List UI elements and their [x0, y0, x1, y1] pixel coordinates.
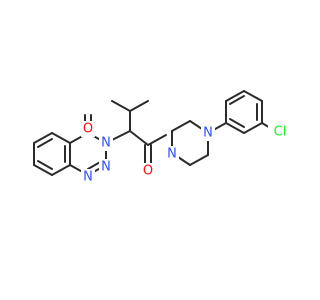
- atom-label: O: [83, 122, 93, 137]
- atom-o-ketone: O: [81, 121, 95, 137]
- bond: [225, 90, 245, 102]
- molecule-diagram: O N N N O N N Cl: [33, 90, 292, 185]
- benzene-ring-left: [33, 132, 71, 176]
- chlorophenyl-ring: [207, 90, 273, 134]
- bond-inner: [37, 138, 53, 148]
- bond: [189, 154, 209, 166]
- atom-n-piperazine-1: N: [165, 146, 179, 162]
- atom-label: N: [83, 170, 93, 185]
- atom-label: N: [101, 136, 111, 151]
- bond: [147, 134, 167, 146]
- atom-label: N: [203, 126, 213, 141]
- amide-group: [144, 134, 167, 166]
- bond: [51, 132, 71, 144]
- molecule-svg: O N N N O N N Cl: [33, 90, 292, 185]
- bond-inner: [229, 118, 245, 128]
- bond: [225, 122, 245, 134]
- atom-label: N: [101, 160, 111, 175]
- bond: [129, 130, 149, 146]
- atom-n3: N: [99, 135, 113, 151]
- bond: [129, 100, 149, 112]
- atom-cl: Cl: [268, 124, 292, 140]
- atom-n-piperazine-4: N: [201, 125, 215, 141]
- bond: [33, 164, 53, 176]
- atom-label: N: [167, 147, 177, 162]
- bond: [33, 132, 53, 144]
- atom-label: O: [143, 164, 153, 179]
- bond: [111, 100, 131, 112]
- bond-inner: [229, 95, 245, 105]
- bond: [51, 164, 71, 176]
- atom-label: Cl: [274, 125, 287, 140]
- bond: [243, 122, 263, 134]
- atom-n1: N: [81, 169, 95, 185]
- bond: [171, 120, 191, 132]
- atom-o-amide: O: [141, 163, 155, 179]
- bond-inner: [37, 160, 53, 170]
- bond: [243, 90, 263, 102]
- atom-n2: N: [99, 159, 113, 175]
- atom-labels: O N N N O N N Cl: [81, 121, 292, 185]
